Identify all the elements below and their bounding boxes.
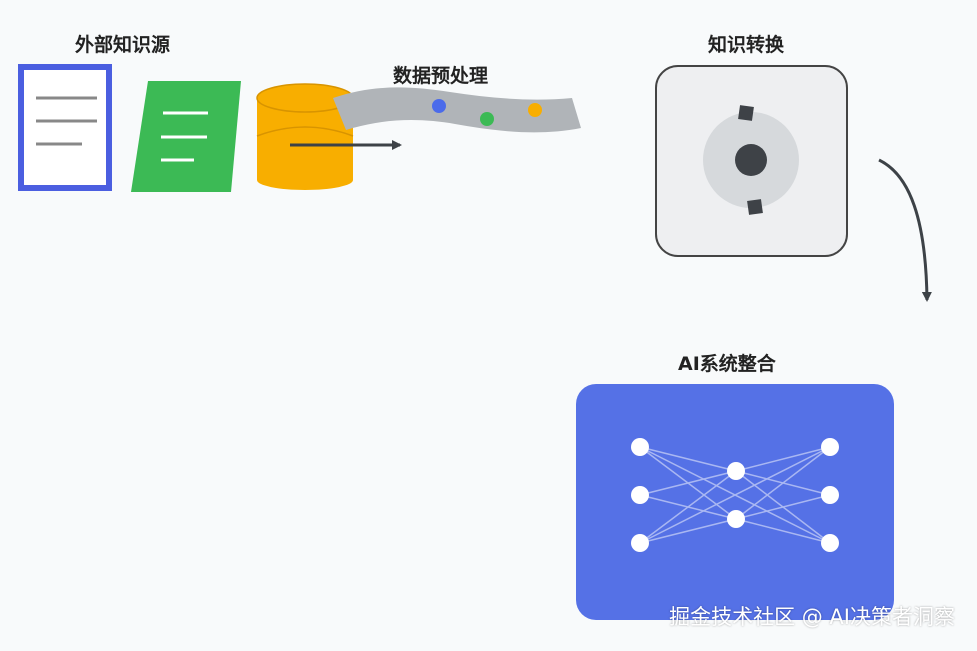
pipeline-dot-orange [528, 103, 542, 117]
document-icon [18, 64, 112, 191]
nn-node [631, 486, 649, 504]
green-document-icon [131, 81, 241, 192]
nn-node [727, 510, 745, 528]
nn-node [821, 486, 839, 504]
external-sources-label: 外部知识源 [75, 34, 171, 56]
pipeline-dot-green [480, 112, 494, 126]
nn-node [631, 438, 649, 456]
database-icon [256, 83, 354, 190]
pipeline-icon [333, 87, 581, 133]
transformation-label: 知识转换 [708, 34, 785, 56]
watermark-text: 掘金技术社区 @ AI决策者洞察 [669, 605, 955, 629]
ai-integration-label: AI系统整合 [678, 353, 776, 375]
neural-network-icon [576, 384, 894, 620]
flow-arrow-down [878, 158, 932, 302]
nn-node [821, 438, 839, 456]
pipeline-dot-blue [432, 99, 446, 113]
preprocessing-label: 数据预处理 [393, 65, 489, 87]
nn-node [727, 462, 745, 480]
gear-icon [655, 65, 848, 257]
nn-node [821, 534, 839, 552]
nn-node [631, 534, 649, 552]
